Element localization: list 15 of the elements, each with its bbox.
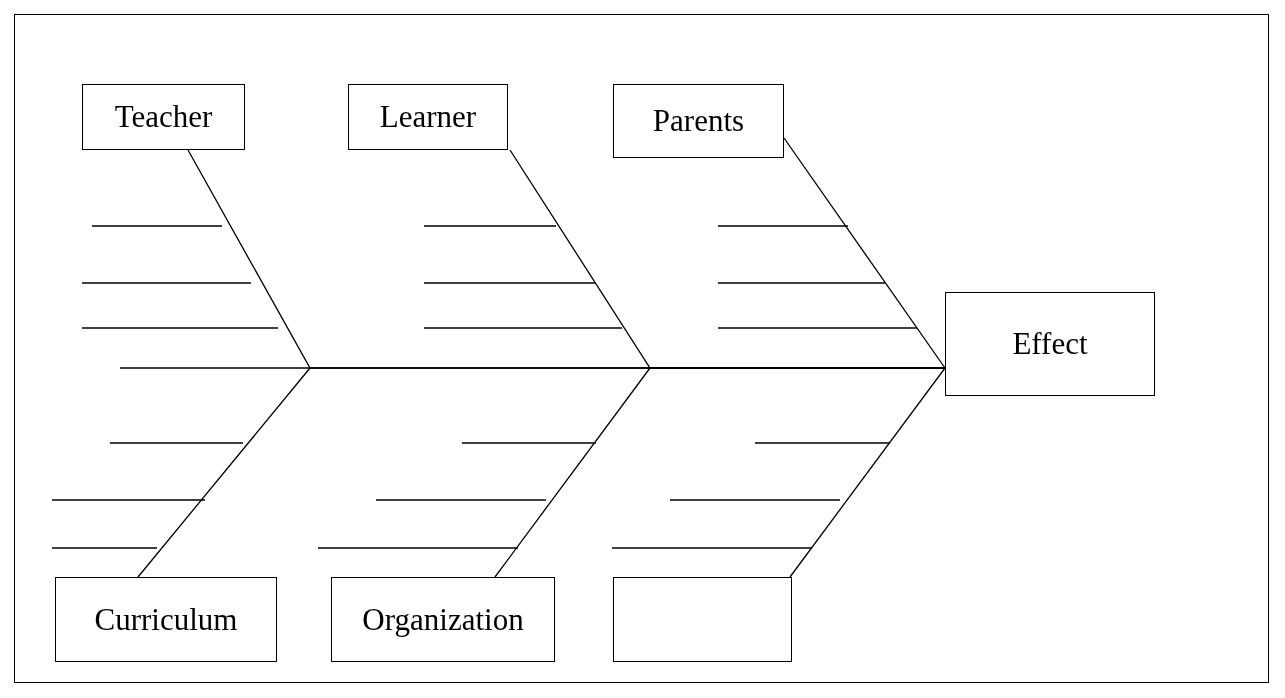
- bone-line: [783, 137, 946, 369]
- box-label: Curriculum: [94, 601, 238, 638]
- box-label: Organization: [362, 601, 524, 638]
- empty-box: [613, 577, 792, 662]
- cause-box: [348, 84, 508, 150]
- cause-box: [331, 577, 555, 662]
- box-label: Effect: [1012, 326, 1088, 362]
- cause-box: [55, 577, 277, 662]
- box-label: Parents: [652, 103, 745, 139]
- cause-box: [82, 84, 245, 150]
- box-label: Learner: [379, 99, 477, 135]
- cause-box: [613, 84, 784, 158]
- effect-box: [945, 292, 1155, 396]
- box-label: Teacher: [114, 99, 213, 135]
- bone-line: [789, 367, 946, 578]
